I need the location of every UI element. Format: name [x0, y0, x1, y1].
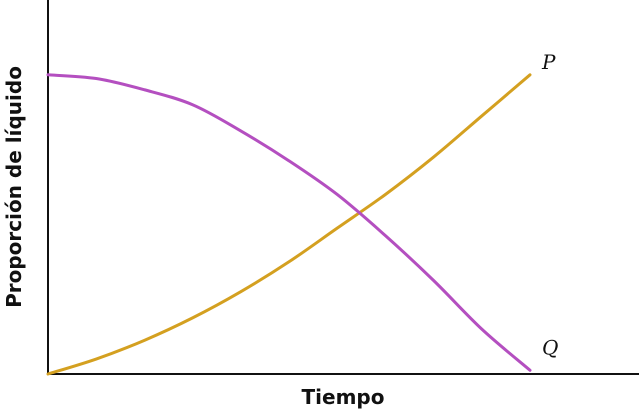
x-axis-title: Tiempo: [302, 385, 385, 409]
y-axis-title: Proporción de líquido: [2, 66, 26, 308]
series-layer: [46, 73, 532, 376]
series-line-p: [46, 73, 532, 376]
series-label-layer: PQ: [541, 50, 558, 359]
series-label-p: P: [541, 50, 556, 74]
series-line-q: [46, 73, 532, 372]
series-label-q: Q: [542, 335, 558, 359]
